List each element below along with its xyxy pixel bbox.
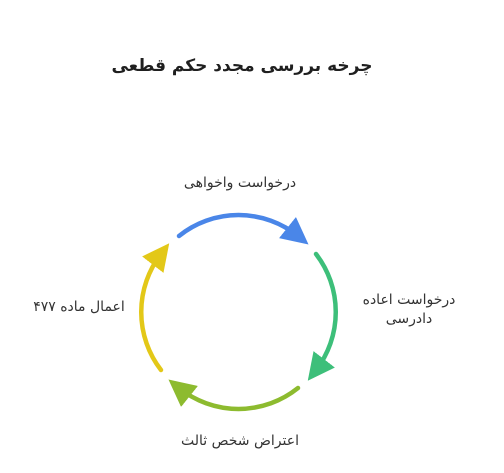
arc-step-1	[176, 212, 309, 245]
step-label-retrial-request: درخواست اعاده دادرسی	[362, 292, 456, 327]
step-label-article-477: اعمال ماده ۴۷۷	[33, 299, 125, 315]
step-label-objection: درخواست واخواهی	[183, 175, 297, 191]
diagram-title: چرخه بررسی مجدد حکم قطعی	[111, 56, 373, 76]
step-label-third-party-objection: اعتراض شخص ثالث	[180, 433, 299, 449]
arc-step-3	[168, 379, 301, 412]
arc-step-4	[138, 243, 170, 373]
arc-step-2	[307, 251, 339, 381]
